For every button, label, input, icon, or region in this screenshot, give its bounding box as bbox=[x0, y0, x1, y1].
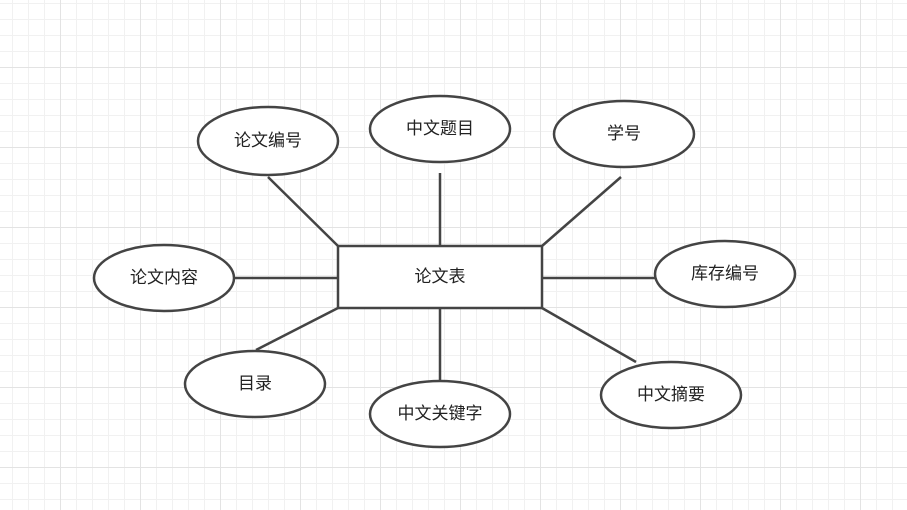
attribute-paper-number[interactable]: 论文编号 bbox=[196, 105, 340, 177]
entity-label: 论文表 bbox=[415, 267, 466, 287]
attribute-ellipse bbox=[196, 105, 340, 177]
attribute-ellipse bbox=[599, 360, 743, 430]
entity-box bbox=[336, 244, 544, 310]
attribute-label: 目录 bbox=[238, 374, 272, 394]
attribute-ellipse bbox=[368, 94, 512, 164]
attribute-label: 中文关键字 bbox=[398, 404, 483, 424]
connector-table-of-contents bbox=[255, 306, 339, 352]
connector-chinese-abstract bbox=[541, 306, 637, 364]
attribute-ellipse bbox=[368, 379, 512, 449]
connector-group bbox=[234, 173, 655, 380]
attribute-ellipse bbox=[552, 99, 696, 169]
connector-student-id bbox=[541, 176, 622, 247]
attribute-table-of-contents[interactable]: 目录 bbox=[183, 349, 327, 419]
attribute-student-id[interactable]: 学号 bbox=[552, 99, 696, 169]
connector-paper-number bbox=[267, 176, 339, 247]
attribute-label: 中文摘要 bbox=[637, 385, 705, 405]
attribute-ellipse bbox=[653, 239, 797, 309]
attribute-chinese-keywords[interactable]: 中文关键字 bbox=[368, 379, 512, 449]
entity-paper-table[interactable]: 论文表 bbox=[336, 244, 544, 310]
attribute-ellipse bbox=[92, 243, 236, 313]
attribute-label: 论文内容 bbox=[130, 268, 198, 288]
attribute-label: 中文题目 bbox=[406, 119, 474, 139]
attribute-label: 论文编号 bbox=[234, 131, 302, 151]
attribute-paper-content[interactable]: 论文内容 bbox=[92, 243, 236, 313]
attribute-chinese-abstract[interactable]: 中文摘要 bbox=[599, 360, 743, 430]
attribute-label: 库存编号 bbox=[691, 264, 759, 284]
attribute-label: 学号 bbox=[607, 124, 641, 144]
attribute-library-number[interactable]: 库存编号 bbox=[653, 239, 797, 309]
attribute-ellipse bbox=[183, 349, 327, 419]
attribute-chinese-title[interactable]: 中文题目 bbox=[368, 94, 512, 164]
